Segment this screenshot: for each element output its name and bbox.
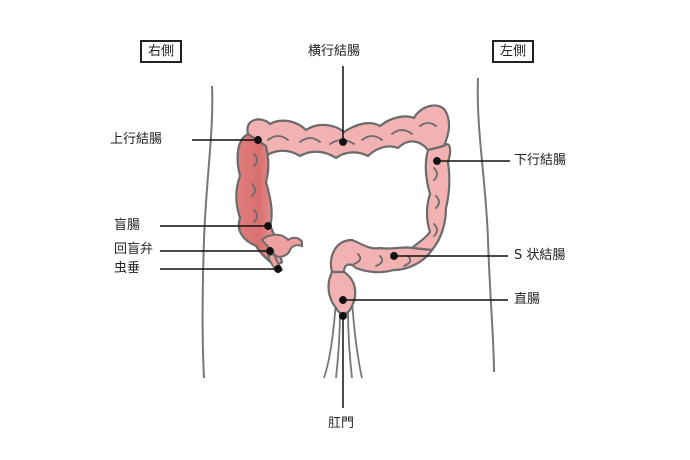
- label-anus: 肛門: [328, 416, 355, 431]
- dot-anus: [339, 312, 347, 320]
- dot-transverse-colon: [339, 138, 347, 146]
- label-transverse-colon: 横行結腸: [308, 44, 361, 59]
- label-ascending-colon: 上行結腸: [110, 132, 163, 147]
- dot-appendix: [274, 265, 282, 273]
- right-side-label: 右側: [140, 40, 183, 63]
- leader-lines: [160, 66, 510, 408]
- left-side-label: 左側: [492, 40, 535, 63]
- dot-rectum: [339, 296, 347, 304]
- haustra-lines: [251, 122, 440, 267]
- dot-descending-colon: [433, 157, 441, 165]
- colon: [235, 104, 452, 315]
- dot-ileocecal-valve: [266, 247, 274, 255]
- label-descending-colon: 下行結腸: [514, 153, 567, 168]
- label-sigmoid-colon: S 状結腸: [514, 248, 566, 263]
- dot-sigmoid-colon: [390, 252, 398, 260]
- rectum-shape: [327, 270, 357, 315]
- transverse-colon-shape: [246, 104, 451, 160]
- torso-left-outline: [476, 77, 495, 373]
- dot-ascending-colon: [254, 136, 262, 144]
- torso-right-outline: [201, 85, 214, 379]
- ascending-colon-shape: [235, 132, 284, 268]
- label-rectum: 直腸: [514, 292, 541, 307]
- label-appendix: 虫垂: [114, 261, 141, 276]
- label-ileocecal-valve: 回盲弁: [114, 242, 154, 257]
- dot-cecum: [264, 222, 272, 230]
- anal-canal-outline: [323, 299, 363, 379]
- descending-colon-shape: [409, 143, 452, 252]
- label-cecum: 盲腸: [114, 218, 141, 233]
